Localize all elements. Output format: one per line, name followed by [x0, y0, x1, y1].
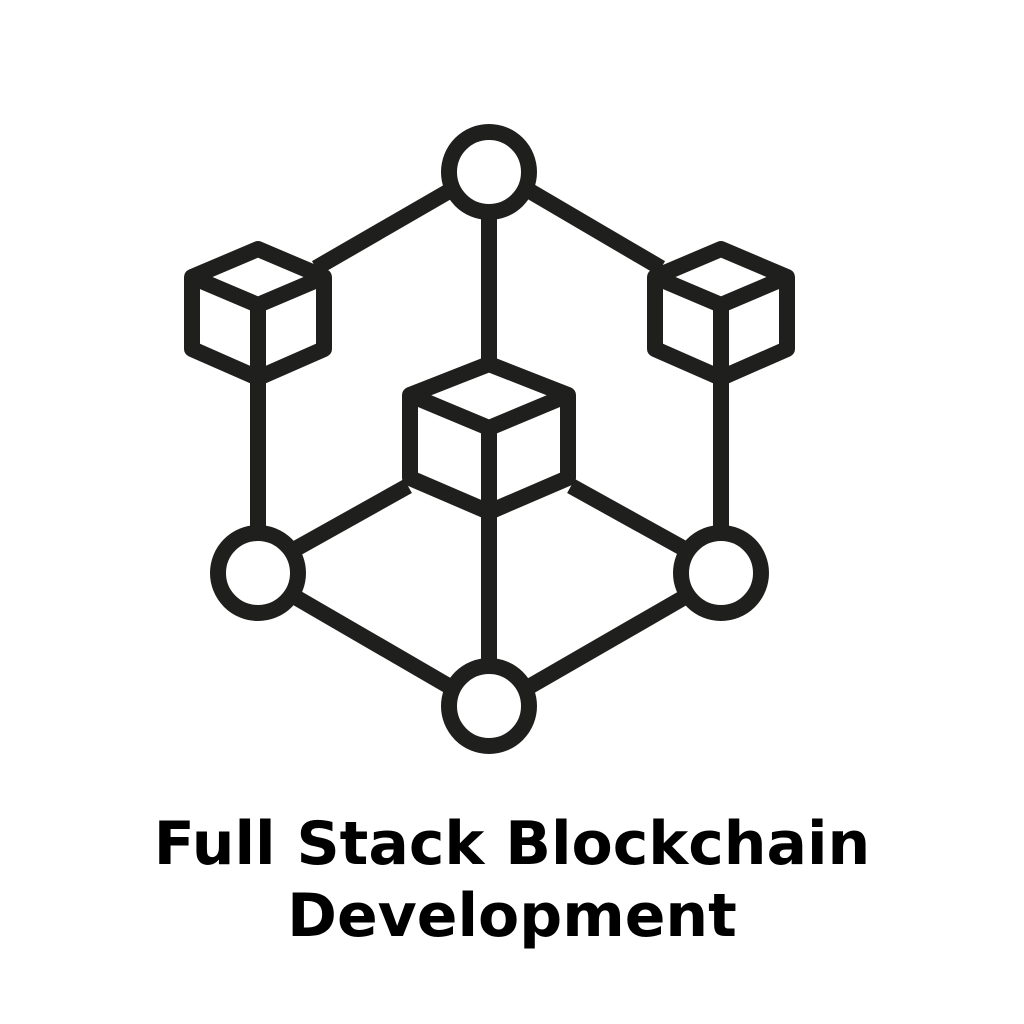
bottom-node-icon: [441, 658, 537, 754]
center-cube-icon: [402, 356, 576, 520]
blockchain-network-icon: [184, 124, 795, 754]
right-cube-icon: [647, 241, 795, 386]
title-line-2: Development: [287, 881, 737, 951]
connection-lines: [250, 183, 729, 695]
page-title: Full Stack Blockchain Development: [0, 808, 1024, 952]
left-node-icon: [210, 525, 306, 621]
title-line-1: Full Stack Blockchain: [153, 809, 871, 879]
left-cube-icon: [184, 241, 332, 386]
top-node-icon: [441, 124, 537, 220]
right-node-icon: [673, 525, 769, 621]
